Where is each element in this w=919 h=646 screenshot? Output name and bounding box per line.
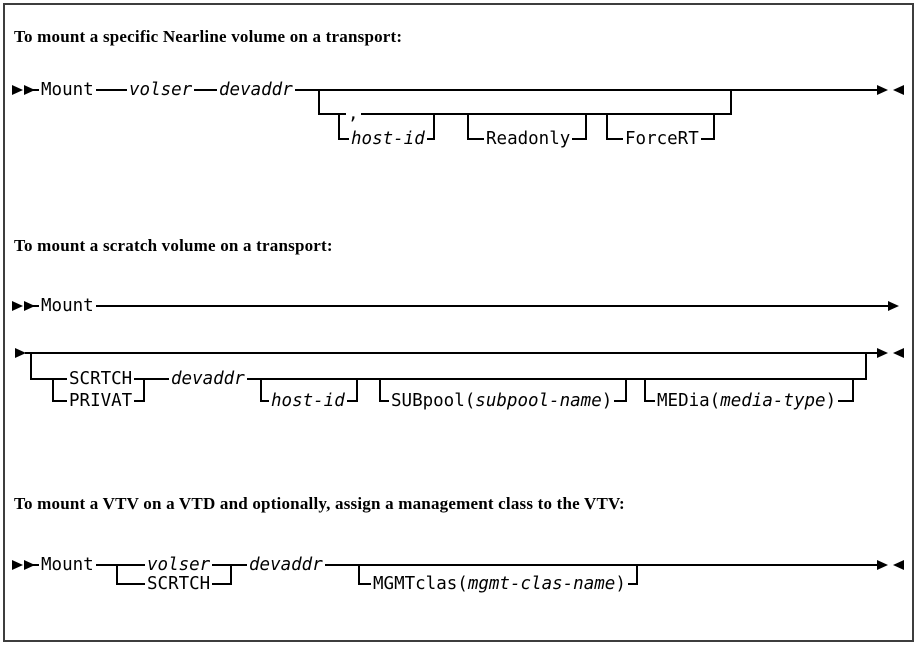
repeat-separator-comma: ,	[346, 104, 361, 124]
keyword-mount: Mount	[39, 80, 96, 100]
keyword-mount: Mount	[39, 296, 96, 316]
keyword-privat: PRIVAT	[67, 391, 135, 411]
rail-opt-right	[852, 378, 854, 402]
rail-rise-line	[865, 352, 867, 380]
end-arrow-icon	[893, 348, 904, 358]
start-arrow-icon	[12, 301, 23, 311]
continue-arrow-icon	[888, 301, 899, 311]
rail-main-line	[25, 352, 878, 354]
rail-opt-left	[260, 378, 262, 402]
subpool-variable-text: subpool-name	[475, 391, 602, 411]
variable-host-id: host-id	[349, 129, 427, 149]
media-close-paren: )	[825, 391, 837, 411]
keyword-scrtch: SCRTCH	[67, 369, 135, 389]
start-arrow-icon	[24, 301, 35, 311]
keyword-mgmtclas: MGMTclas(mgmt-clas-name)	[371, 574, 628, 594]
mgmtclas-keyword-text: MGMTclas(	[373, 574, 468, 594]
media-variable-text: media-type	[720, 391, 826, 411]
keyword-readonly: Readonly	[484, 129, 573, 149]
mgmtclas-close-paren: )	[615, 574, 626, 594]
keyword-mount: Mount	[39, 555, 96, 575]
start-arrow-icon	[24, 85, 35, 95]
mgmtclas-variable-text: mgmt-clas-name	[467, 574, 616, 594]
rail-opt-right	[356, 378, 358, 402]
keyword-subpool: SUBpool(subpool-name)	[389, 391, 615, 411]
rail-choice-right	[230, 564, 232, 585]
keyword-media: MEDia(media-type)	[655, 391, 839, 411]
rail-main-line	[28, 305, 888, 307]
end-arrow-icon	[877, 348, 888, 358]
rail-loop-right	[433, 113, 435, 140]
variable-devaddr: devaddr	[247, 555, 325, 575]
section-heading-scratch: To mount a scratch volume on a transport…	[14, 236, 333, 255]
variable-devaddr: devaddr	[217, 80, 295, 100]
variable-volser: volser	[127, 80, 195, 100]
rail-rise-line	[730, 89, 732, 115]
rail-opt-right	[625, 378, 627, 402]
page-border	[3, 3, 914, 642]
start-arrow-icon	[24, 560, 35, 570]
rail-main-line	[28, 564, 878, 566]
rail-group-line	[30, 378, 867, 380]
media-keyword-text: MEDia(	[657, 391, 721, 411]
rail-opt-left	[467, 113, 469, 140]
rail-choice-left	[52, 378, 54, 402]
rail-opt-right	[713, 113, 715, 140]
end-arrow-icon	[877, 560, 888, 570]
section-heading-nearline: To mount a specific Nearline volume on a…	[14, 27, 403, 46]
rail-opt-left	[379, 378, 381, 402]
row-start-arrow-icon	[15, 348, 26, 358]
rail-drop-line	[318, 89, 320, 115]
rail-main-line	[28, 89, 878, 91]
subpool-close-paren: )	[601, 391, 613, 411]
section-heading-vtv: To mount a VTV on a VTD and optionally, …	[14, 494, 625, 513]
rail-choice-right	[143, 378, 145, 402]
keyword-scrtch: SCRTCH	[145, 574, 213, 594]
start-arrow-icon	[12, 85, 23, 95]
end-arrow-icon	[893, 85, 904, 95]
subpool-keyword-text: SUBpool(	[391, 391, 476, 411]
rail-opt-left	[606, 113, 608, 140]
rail-choice-left	[116, 564, 118, 585]
rail-opt-right	[636, 564, 638, 585]
start-arrow-icon	[12, 560, 23, 570]
end-arrow-icon	[893, 560, 904, 570]
keyword-forcert: ForceRT	[623, 129, 701, 149]
rail-opt-left	[644, 378, 646, 402]
variable-devaddr: devaddr	[169, 369, 247, 389]
rail-opt-right	[585, 113, 587, 140]
end-arrow-icon	[877, 85, 888, 95]
variable-volser: volser	[145, 555, 213, 575]
rail-opt-left	[358, 564, 360, 585]
rail-loop-left	[338, 113, 340, 140]
rail-drop-line	[30, 352, 32, 380]
rail-group-line	[318, 113, 732, 115]
variable-host-id: host-id	[269, 391, 347, 411]
